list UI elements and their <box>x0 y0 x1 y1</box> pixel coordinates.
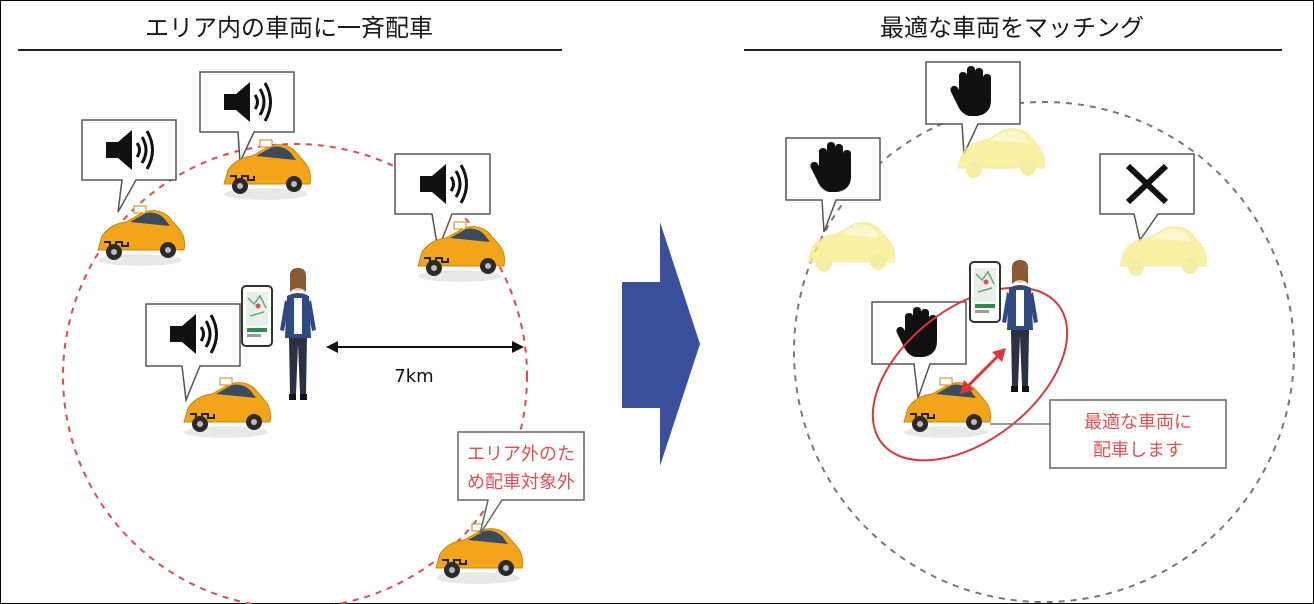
out-of-area-note-line2: め配車対象外 <box>467 472 575 493</box>
distance-label: 7km <box>394 366 433 387</box>
person-icon <box>280 268 316 400</box>
taxi-icon <box>97 205 186 267</box>
speaker-callout-2 <box>199 71 295 163</box>
smartphone-icon <box>241 285 273 347</box>
flow-arrow <box>622 222 700 466</box>
taxi-icon <box>223 139 312 201</box>
out-of-area-note-line1: エリア外のた <box>467 444 575 465</box>
result-note-line1: 最適な車両に <box>1084 412 1192 433</box>
right-panel-title: 最適な車両をマッチング <box>880 14 1144 42</box>
speaker-callout-1 <box>81 119 177 213</box>
left-panel: エリア内の車両に一斉配車 <box>18 14 585 604</box>
speaker-callout-4 <box>145 303 241 403</box>
person-icon <box>1002 260 1038 392</box>
taxi-icon <box>183 377 272 439</box>
dispatch-area-circle <box>62 143 528 604</box>
accept-callout-1 <box>785 137 881 233</box>
taxi-icon <box>435 523 524 585</box>
x-mark-icon <box>1125 163 1169 205</box>
accept-callout-3 <box>871 301 967 399</box>
speaker-callout-3 <box>394 153 491 253</box>
pairing-arrow <box>960 348 1006 394</box>
taxi-icon <box>807 222 895 273</box>
smartphone-icon <box>969 261 1001 323</box>
reject-callout <box>1099 153 1195 242</box>
taxi-icon <box>417 221 506 283</box>
result-note-line2: 配車します <box>1093 440 1183 461</box>
taxi-icon <box>1119 226 1207 277</box>
right-panel: 最適な車両をマッチング <box>744 14 1295 603</box>
candidate-area-circle <box>793 101 1295 603</box>
accept-callout-2 <box>925 61 1021 155</box>
result-callout: 最適な車両に 配車します <box>990 399 1227 469</box>
out-of-area-callout: エリア外のた め配車対象外 <box>457 431 585 535</box>
radius-indicator: 7km <box>326 341 524 387</box>
left-panel-title: エリア内の車両に一斉配車 <box>145 14 433 42</box>
matched-pair-highlight <box>871 286 1069 462</box>
